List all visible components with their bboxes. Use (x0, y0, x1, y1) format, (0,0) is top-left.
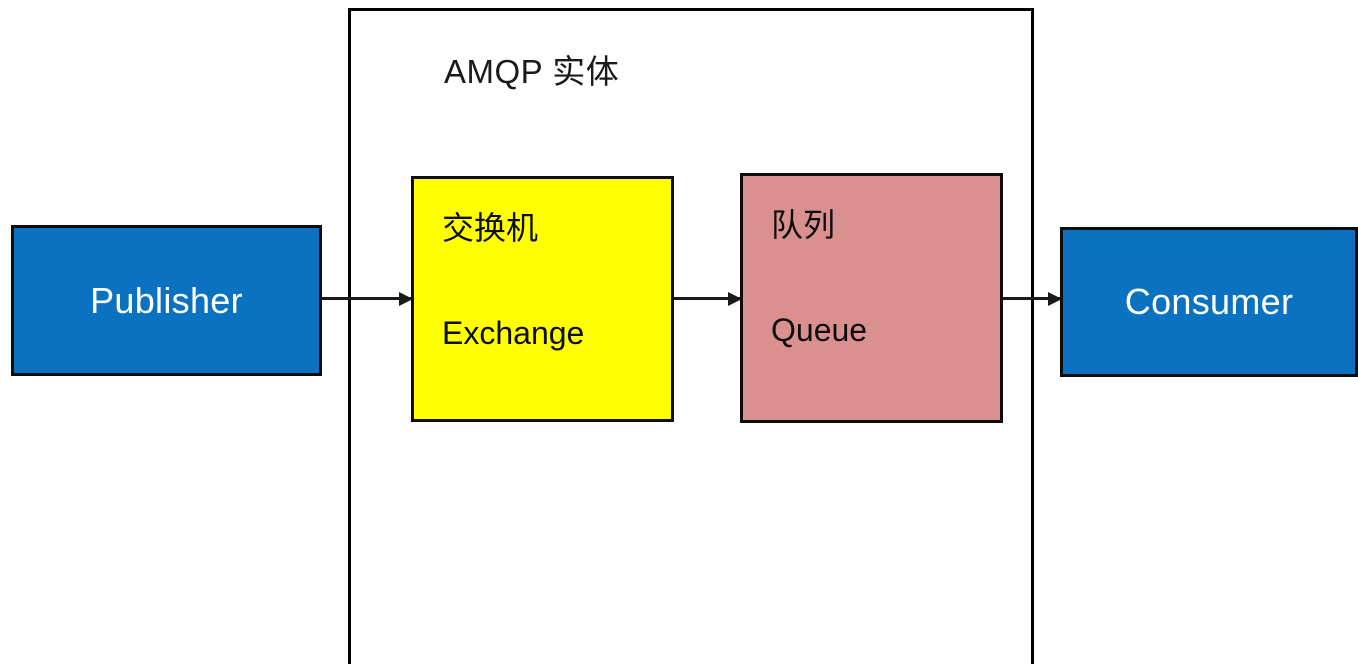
node-exchange-label-cn: 交换机 (442, 210, 539, 246)
node-queue[interactable]: 队列 Queue (740, 173, 1003, 423)
node-exchange[interactable]: 交换机 Exchange (411, 176, 674, 422)
arrow-exchange-to-queue (674, 297, 740, 300)
node-consumer[interactable]: Consumer (1060, 227, 1358, 377)
node-publisher[interactable]: Publisher (11, 225, 322, 376)
node-queue-label-en: Queue (771, 312, 868, 349)
node-queue-label-cn: 队列 (771, 207, 836, 243)
arrow-publisher-to-exchange (321, 297, 411, 300)
amqp-boundary-container (348, 8, 1034, 664)
node-exchange-label-en: Exchange (442, 315, 585, 352)
node-consumer-label: Consumer (1124, 281, 1294, 322)
spacer (442, 246, 671, 316)
arrow-queue-to-consumer (1003, 297, 1060, 300)
node-publisher-label: Publisher (90, 279, 243, 321)
spacer (771, 243, 1000, 313)
amqp-container-title: AMQP 实体 (444, 53, 620, 90)
